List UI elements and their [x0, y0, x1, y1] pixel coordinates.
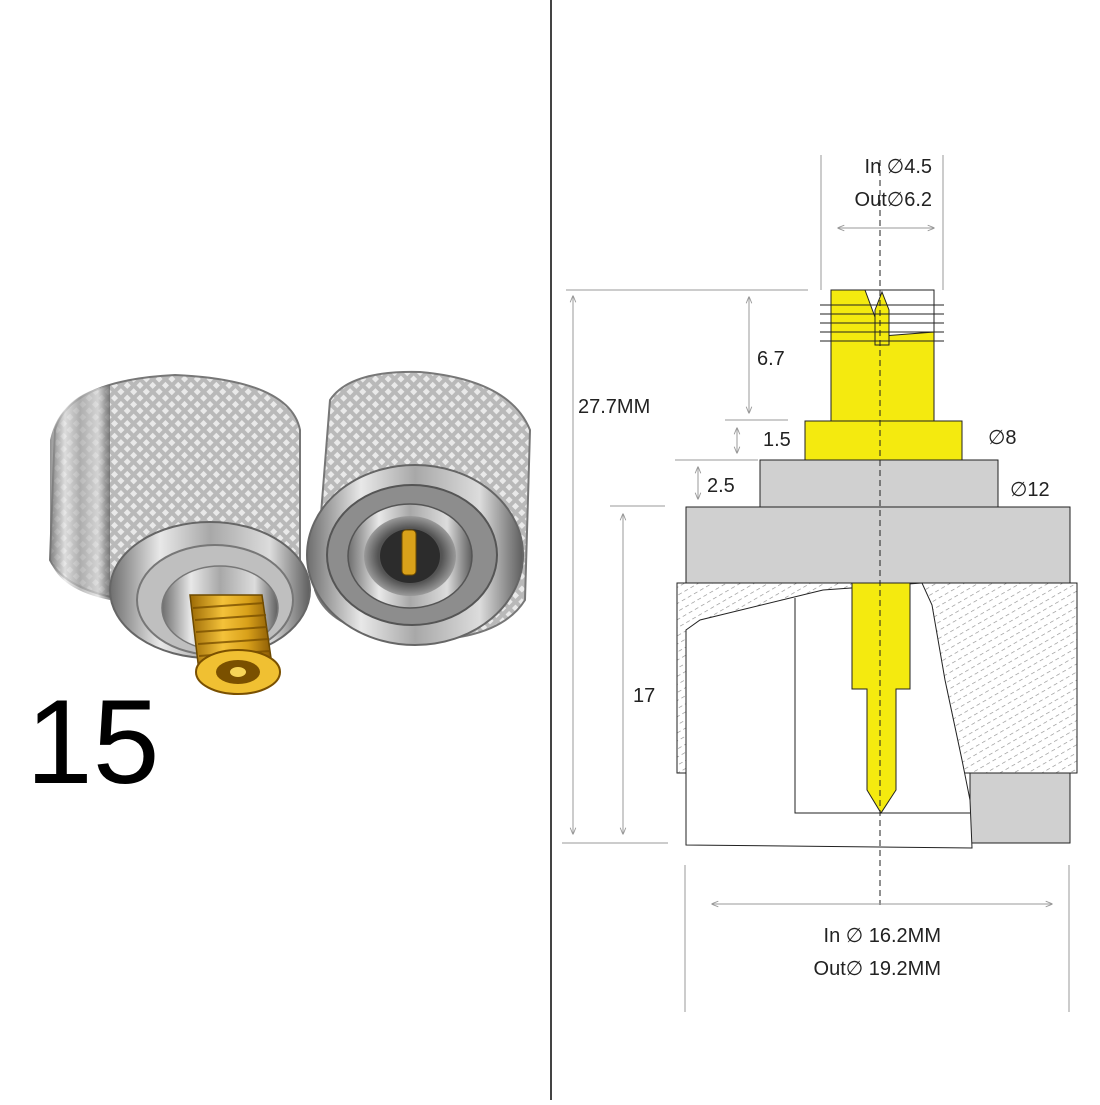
label-top-outer-diameter: Out∅6.2 [855, 189, 932, 211]
body-section [676, 582, 1078, 849]
product-photo: 15 [0, 0, 550, 1100]
cross-section-diagram: In ∅4.5 Out∅6.2 6.7 27.7MM 1.5 ∅8 2.5 ∅1… [562, 155, 1078, 1012]
sma-jack-section [820, 289, 944, 422]
panel-divider [550, 0, 552, 1100]
flange [804, 420, 963, 461]
dimension-drawing: In ∅4.5 Out∅6.2 6.7 27.7MM 1.5 ∅8 2.5 ∅1… [551, 0, 1100, 1105]
body-upper [685, 506, 1071, 585]
model-number: 15 [26, 675, 160, 809]
label-bottom-inner-diameter: In ∅ 16.2MM [824, 925, 941, 947]
connector-photo-illustration [48, 370, 532, 695]
label-flange-diameter: ∅8 [988, 427, 1017, 449]
label-total-height: 27.7MM [578, 396, 650, 418]
sma-side-connector [48, 373, 311, 695]
label-thread-height: 6.7 [757, 348, 785, 370]
label-body-height: 17 [633, 685, 655, 707]
label-bottom-outer-diameter: Out∅ 19.2MM [814, 958, 941, 980]
label-step-height: 2.5 [707, 475, 735, 497]
step [759, 459, 999, 508]
label-step-diameter: ∅12 [1010, 479, 1050, 501]
label-flange-height: 1.5 [763, 429, 791, 451]
label-top-inner-diameter: In ∅4.5 [865, 156, 932, 178]
n-side-connector [306, 370, 532, 646]
